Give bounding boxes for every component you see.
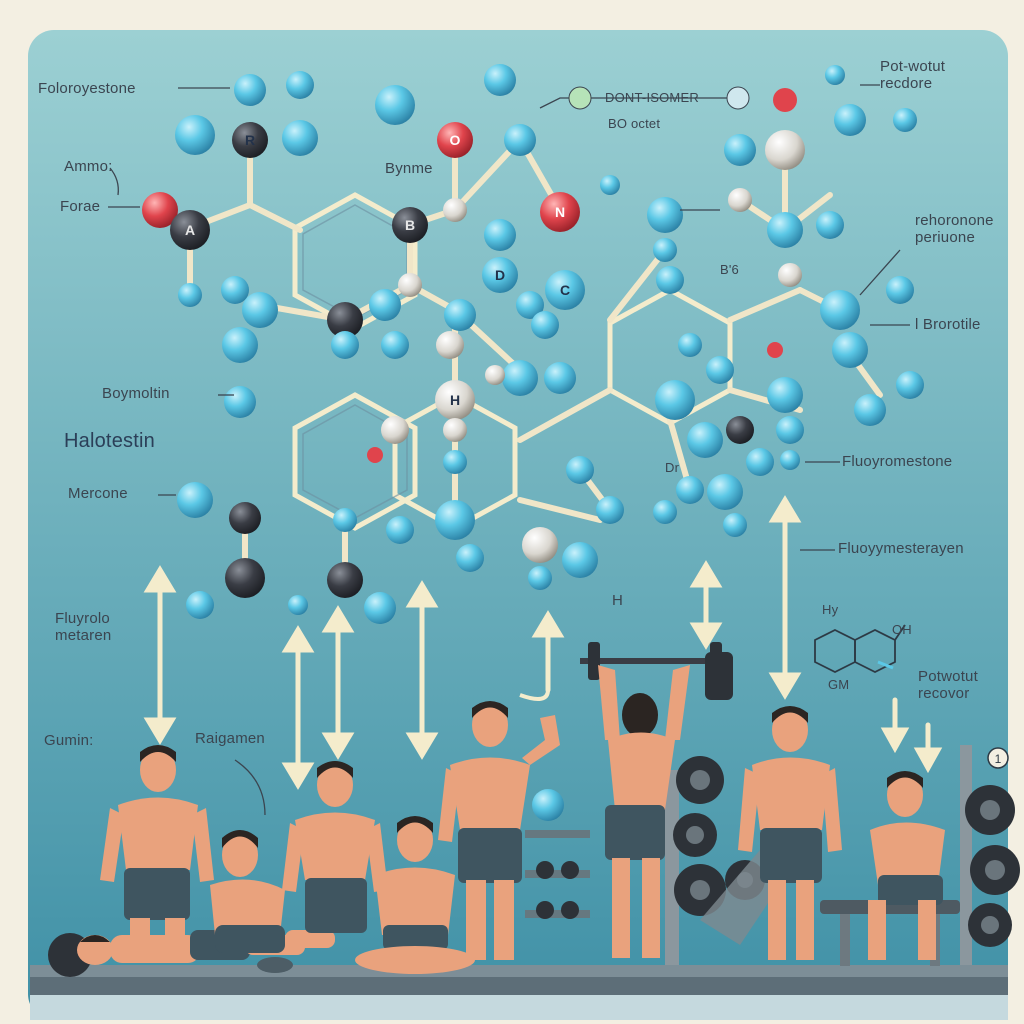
- label-ammo: Ammo:: [64, 158, 113, 175]
- gym-floor: [30, 965, 1008, 1020]
- label-force: Forae: [60, 198, 101, 215]
- athlete-sitting-2: [355, 816, 475, 974]
- label-b6: B'6: [720, 262, 739, 277]
- label-boymoltin: Boymoltin: [102, 385, 170, 402]
- athlete-standing-3: [738, 706, 842, 960]
- ring-left: [292, 392, 418, 531]
- arrows: [143, 495, 943, 790]
- atoms: [142, 64, 924, 821]
- atom-letter-n: N: [555, 204, 565, 220]
- athlete-barbell: [580, 642, 733, 958]
- athlete-standing-2: [282, 761, 388, 933]
- atom-letter-d: D: [495, 267, 505, 283]
- label-mercone: Mercone: [68, 485, 128, 502]
- label-fluoxymesterone-low: Fluoyymesterayen: [838, 540, 964, 557]
- skeletal-structure-icon: [814, 624, 906, 674]
- label-h-atom: H: [612, 592, 624, 609]
- leader-lines: [108, 84, 910, 816]
- atom-letter-a: A: [185, 222, 195, 238]
- label-flask: DONT-ISOMER: [605, 90, 699, 105]
- label-fluoxymesterone-top: Foloroyestone: [38, 80, 136, 97]
- atom-letter-b: B: [405, 217, 415, 233]
- athletes: [77, 642, 945, 974]
- athlete-standing-1: [100, 745, 214, 958]
- label-bynme: Bynme: [385, 160, 433, 177]
- label-halotestin: Halotestin: [64, 430, 155, 452]
- atom-letter-r: R: [245, 132, 255, 148]
- label-dr: Dr: [665, 460, 680, 475]
- athlete-bench: [868, 771, 945, 960]
- gym-equipment: [48, 745, 1020, 977]
- athlete-flexing: [438, 701, 560, 960]
- label-hy: Hy: [822, 602, 839, 617]
- label-oh: OH: [892, 622, 912, 637]
- atom-letter-c: C: [560, 282, 570, 298]
- numbered-circle: [987, 747, 1009, 769]
- label-raigamen: Raigamen: [195, 730, 265, 747]
- athlete-sitting-1: [210, 830, 335, 973]
- numbered-circle-label: 1: [995, 752, 1002, 766]
- label-gumin: Gumin:: [44, 732, 94, 749]
- label-flask-sub: BO octet: [608, 116, 661, 131]
- isomer-label-box: [568, 86, 750, 110]
- atom-letter-o: O: [450, 132, 461, 148]
- label-fluoxymesterone-mid: Fluoyromestone: [842, 453, 953, 470]
- label-bromotile: l Brorotile: [915, 316, 981, 333]
- label-gm: GM: [828, 677, 850, 692]
- atom-letter-h: H: [450, 392, 460, 408]
